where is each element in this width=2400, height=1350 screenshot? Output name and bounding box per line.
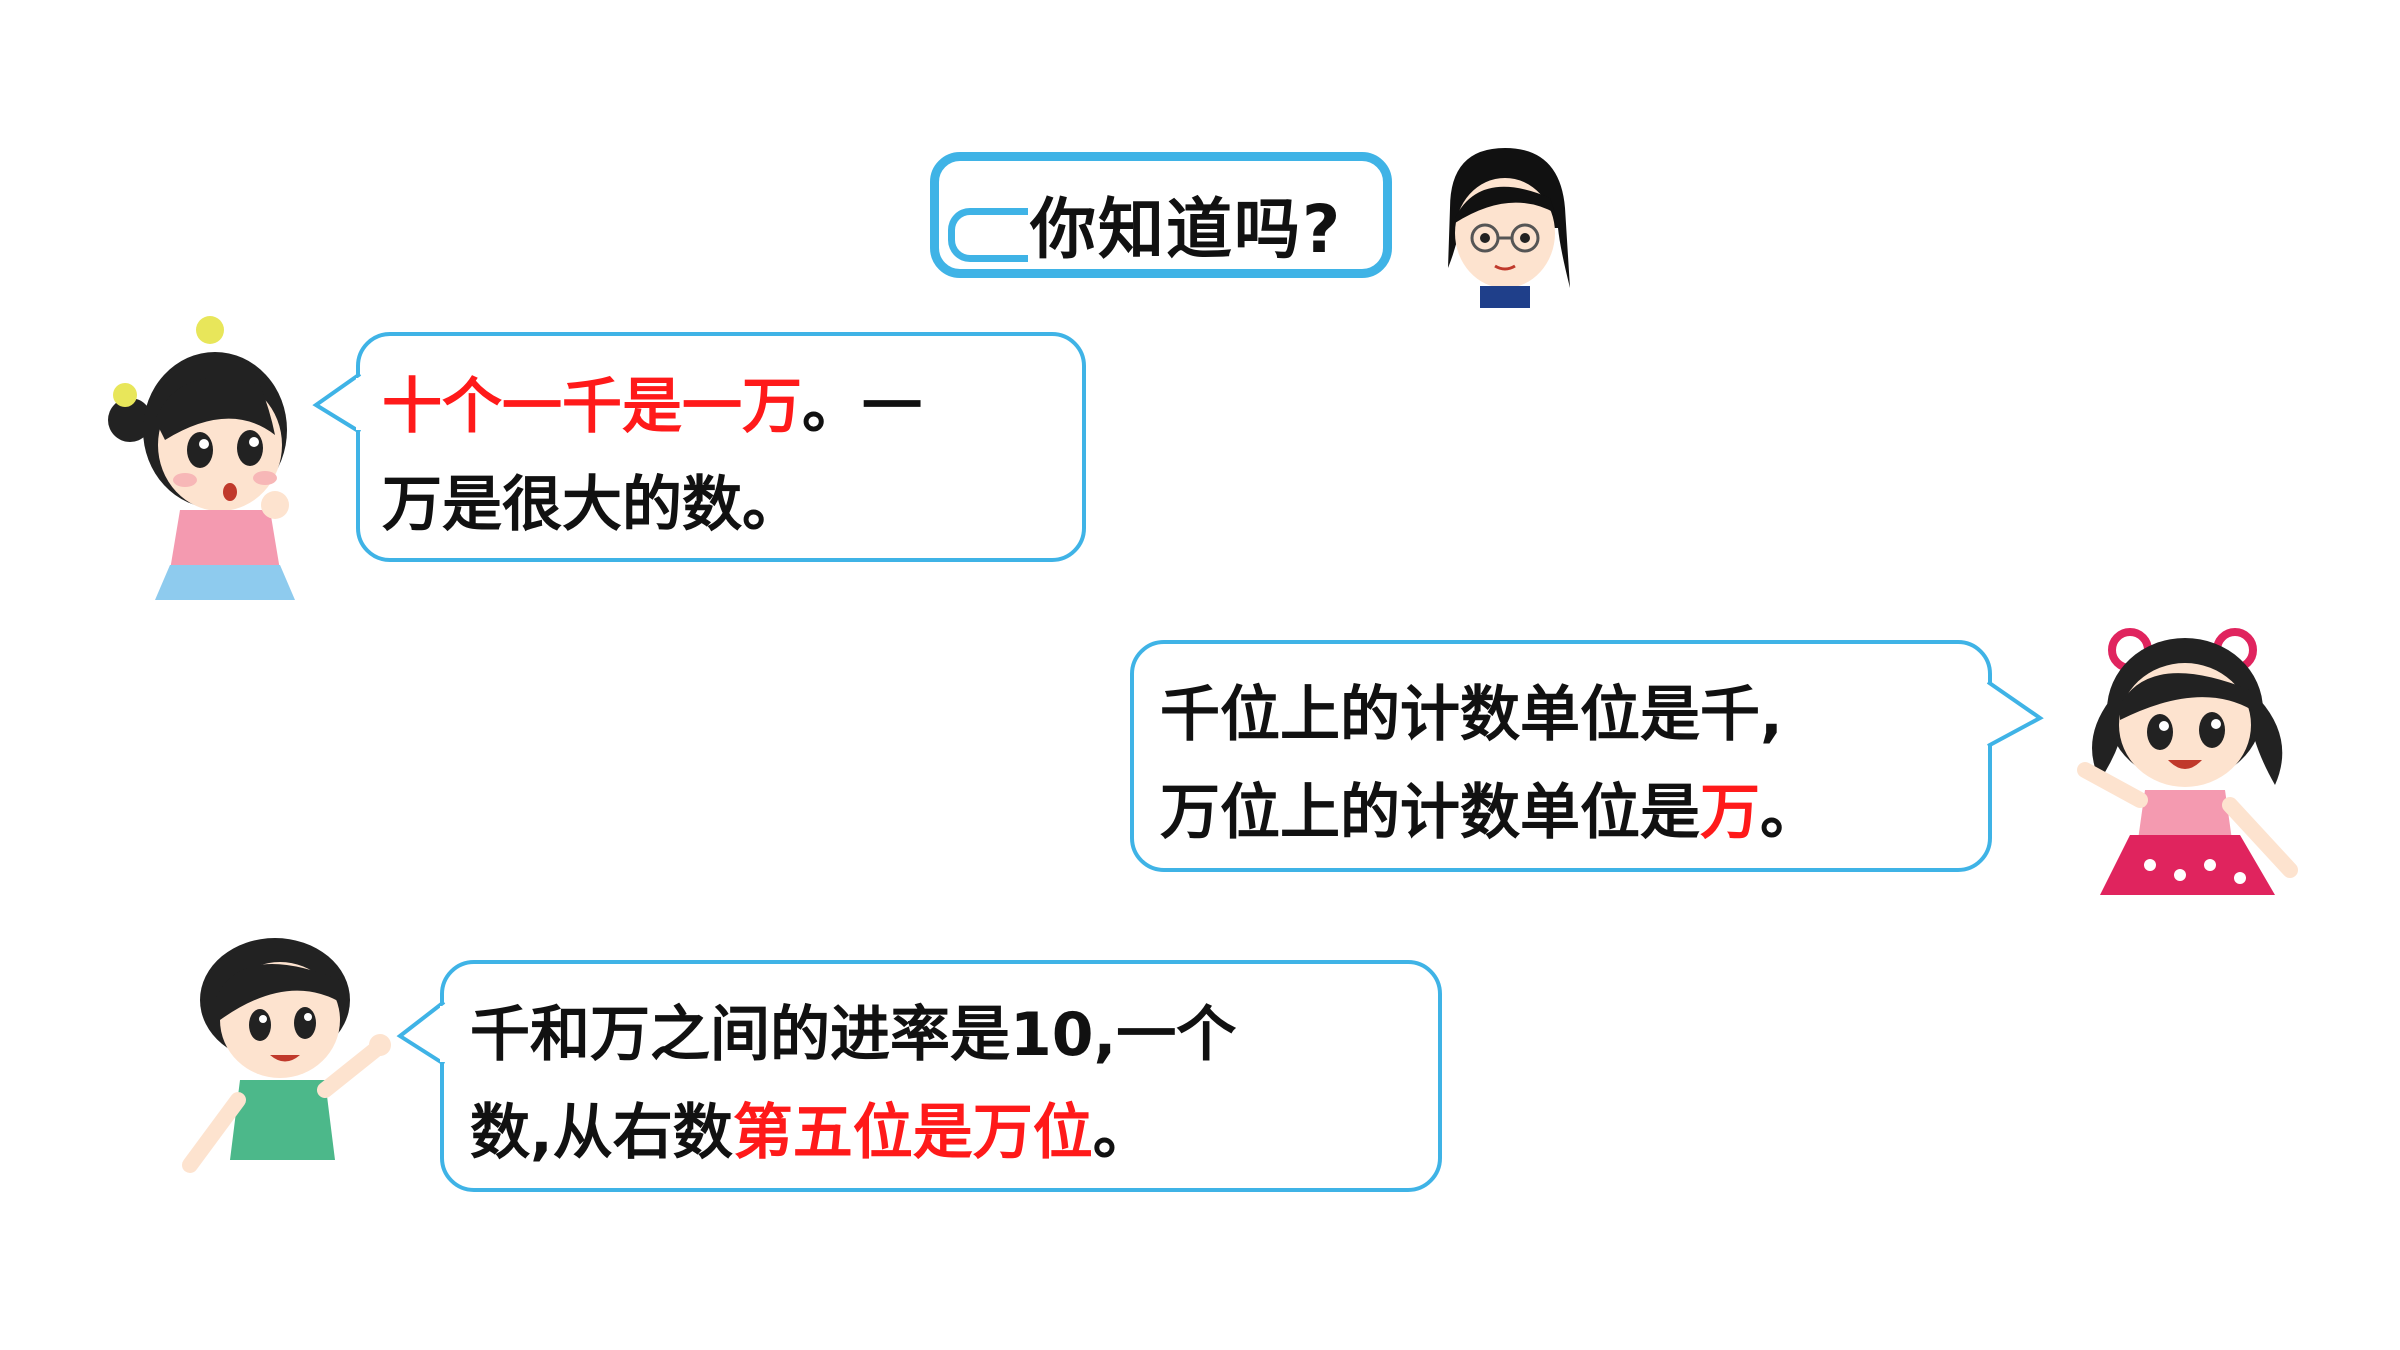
bubble-3-tail <box>396 1000 446 1066</box>
bubble-3-highlight: 第五位是万位 <box>732 1098 1093 1168</box>
bubble-3-text: 千和万之间的进率是10,一个 数,从右数第五位是万位。 <box>470 986 1236 1182</box>
bubble-1-tail <box>312 372 362 434</box>
page-title: 你知道吗? <box>1030 191 1343 268</box>
bubble-2-text: 千位上的计数单位是千, 万位上的计数单位是万。 <box>1160 666 1820 862</box>
bubble-1-line-1-rest: 。一 <box>802 372 922 442</box>
teacher-avatar <box>1448 148 1570 308</box>
bubble-1-text: 十个一千是一万。一 万是很大的数。 <box>382 358 922 554</box>
bubble-1-line-1: 十个一千是一万。一 <box>382 358 922 456</box>
bubble-2-line-1: 千位上的计数单位是千, <box>1160 680 1783 750</box>
girl-character-right <box>2077 628 2298 895</box>
bubble-1-highlight: 十个一千是一万 <box>382 372 802 442</box>
speech-bubble-3 <box>440 960 1442 1192</box>
bubble-3-line-2-suffix: 。 <box>1092 1098 1153 1168</box>
boy-character <box>182 938 391 1173</box>
bubble-3-line-2: 数,从右数第五位是万位。 <box>470 1084 1236 1182</box>
bubble-3-line-2-prefix: 数,从右数 <box>470 1098 733 1168</box>
bubble-2-tail <box>1986 680 2044 748</box>
girl-character-left <box>108 316 295 600</box>
bubble-2-line-2-suffix: 。 <box>1760 778 1820 848</box>
bubble-1-line-2: 万是很大的数。 <box>382 470 802 540</box>
bubble-2-highlight: 万 <box>1700 778 1760 848</box>
bubble-2-line-2: 万位上的计数单位是万。 <box>1160 764 1820 862</box>
speech-bubble-1 <box>356 332 1086 562</box>
bubble-3-line-1: 千和万之间的进率是10,一个 <box>470 1000 1237 1070</box>
speech-bubble-2 <box>1130 640 1992 872</box>
title-decoration <box>948 208 1028 262</box>
bubble-2-line-2-prefix: 万位上的计数单位是 <box>1160 778 1700 848</box>
